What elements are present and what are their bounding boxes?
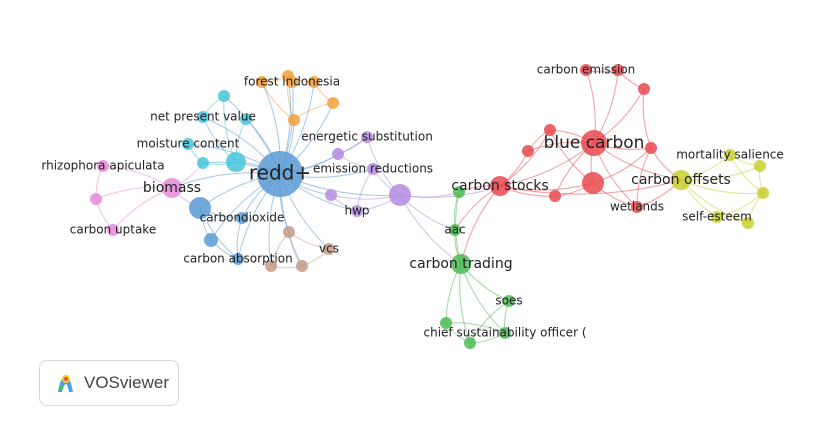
vosviewer-label: VOSviewer [84, 373, 170, 392]
node-emission_reductions[interactable] [367, 163, 379, 175]
node-ye1[interactable] [754, 160, 766, 172]
node-cso[interactable] [499, 327, 511, 339]
node-carbon_uptake[interactable] [107, 224, 119, 236]
label-emission_reductions: emission reductions [313, 162, 433, 176]
node-cyan4[interactable] [226, 152, 246, 172]
node-hwp[interactable] [351, 205, 363, 217]
node-rd4[interactable] [522, 145, 534, 157]
node-blue_carbon[interactable] [581, 130, 607, 156]
node-rd7[interactable] [645, 142, 657, 154]
node-cyan2[interactable] [240, 113, 252, 125]
node-carbon_emission[interactable] [580, 64, 592, 76]
node-gr2[interactable] [440, 317, 452, 329]
node-or5[interactable] [288, 114, 300, 126]
node-cyan3[interactable] [197, 157, 209, 169]
edge-carbon_stocks-carbon_trading [460, 185, 501, 265]
label-vcs: vcs [319, 242, 339, 256]
node-layer [90, 64, 769, 349]
node-pu3[interactable] [389, 184, 411, 206]
node-or2[interactable] [282, 70, 294, 82]
label-rhizophora: rhizophora apiculata [41, 159, 164, 173]
label-hwp: hwp [344, 204, 369, 218]
node-rd3[interactable] [544, 124, 556, 136]
node-or4[interactable] [327, 97, 339, 109]
node-mortality_salience[interactable] [724, 149, 736, 161]
node-gr1[interactable] [453, 186, 465, 198]
node-carbon_offsets[interactable] [671, 170, 691, 190]
label-carbon_trading: carbon trading [409, 256, 512, 272]
node-rhizophora[interactable] [97, 160, 109, 172]
node-br1[interactable] [283, 226, 295, 238]
node-aac[interactable] [449, 224, 461, 236]
label-cso: chief sustainability officer ( [423, 326, 586, 340]
node-wetlands[interactable] [631, 201, 643, 213]
edge-carbon_stocks-carbon_offsets [499, 179, 682, 195]
node-moisture_content[interactable] [182, 138, 194, 150]
label-carbon_stocks: carbon stocks [451, 178, 548, 194]
node-pu2[interactable] [325, 189, 337, 201]
label-energetic_substitution: energetic substitution [301, 130, 433, 144]
node-biomass[interactable] [162, 178, 182, 198]
node-net_present_value[interactable] [197, 111, 209, 123]
node-carbondioxide[interactable] [236, 212, 248, 224]
node-vcs[interactable] [323, 243, 335, 255]
node-pu1[interactable] [332, 148, 344, 160]
label-moisture_content: moisture content [137, 137, 240, 151]
node-or3[interactable] [308, 76, 320, 88]
vosviewer-badge[interactable]: VOSviewer [39, 360, 179, 406]
node-br3[interactable] [296, 260, 308, 272]
node-rd2[interactable] [638, 83, 650, 95]
label-mortality_salience: mortality salience [676, 148, 784, 162]
vosviewer-logo-icon [58, 375, 73, 392]
label-carbon_absorption: carbon absorption [183, 252, 292, 266]
node-carbon_trading[interactable] [451, 254, 471, 274]
node-gr3[interactable] [464, 337, 476, 349]
node-ye3[interactable] [742, 217, 754, 229]
node-ye2[interactable] [757, 187, 769, 199]
node-soes[interactable] [503, 295, 515, 307]
node-rd1[interactable] [612, 64, 624, 76]
label-carbon_emission: carbon emission [537, 63, 635, 77]
node-redd[interactable] [257, 151, 303, 197]
node-blue1[interactable] [189, 197, 211, 219]
node-br2[interactable] [265, 260, 277, 272]
node-energetic_substitution[interactable] [361, 131, 373, 143]
label-biomass: biomass [143, 180, 201, 196]
label-wetlands: wetlands [610, 200, 664, 214]
node-rd6[interactable] [582, 172, 604, 194]
label-self_esteem: self-esteem [682, 210, 752, 224]
node-cyan1[interactable] [218, 90, 230, 102]
node-or1[interactable] [256, 76, 268, 88]
label-redd: redd+ [249, 161, 311, 185]
label-soes: soes [495, 294, 522, 308]
label-aac: aac [444, 223, 465, 237]
label-layer: redd+ biomass rhizophora apiculata carbon u… [41, 63, 783, 340]
label-carbondioxide: carbondioxide [200, 211, 285, 225]
node-rd5[interactable] [549, 190, 561, 202]
node-carbon_stocks[interactable] [490, 176, 510, 196]
label-carbon_offsets: carbon offsets [631, 172, 731, 188]
label-forest_indonesia: forest indonesia [244, 75, 340, 89]
label-carbon_uptake: carbon uptake [70, 223, 156, 237]
node-self_esteem[interactable] [711, 211, 723, 223]
edge-or4-or5 [293, 102, 334, 121]
node-blue2[interactable] [204, 233, 218, 247]
node-pink2[interactable] [90, 193, 102, 205]
node-carbon_absorption[interactable] [232, 253, 244, 265]
label-net_present_value: net present value [150, 110, 256, 124]
label-blue_carbon: blue carbon [544, 133, 645, 153]
